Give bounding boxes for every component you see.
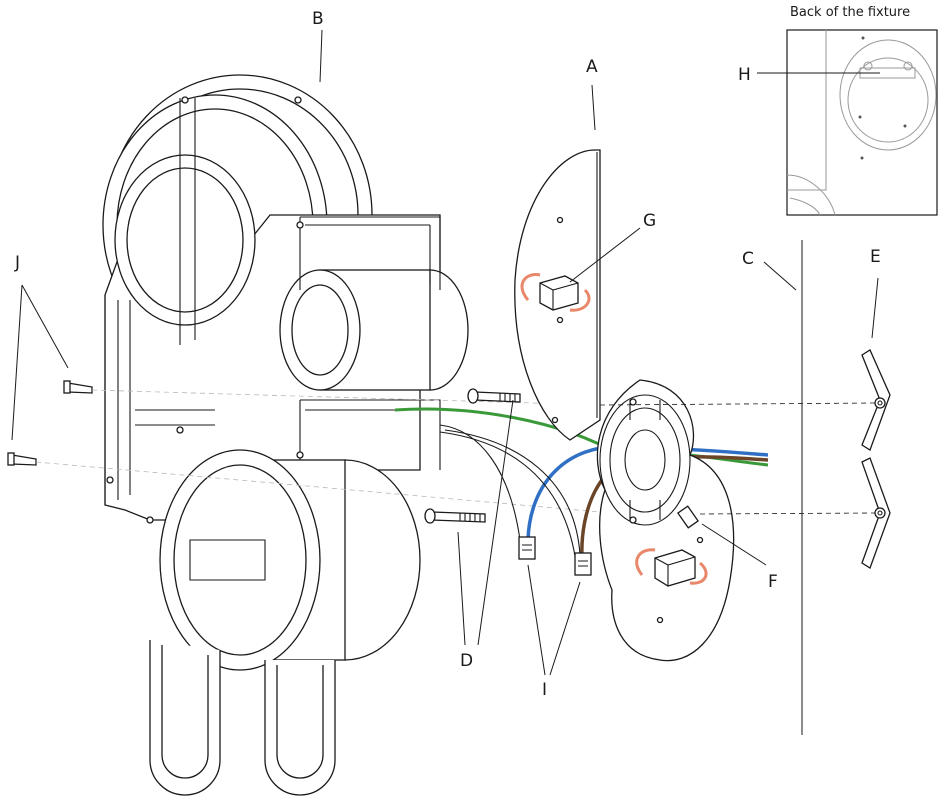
bolts-d (424, 388, 521, 524)
label-g: G (643, 211, 656, 231)
label-e: E (870, 247, 881, 267)
rotation-arrows (520, 273, 708, 585)
wing-anchors-e (599, 349, 891, 569)
label-i: I (542, 680, 547, 700)
wire-connectors-i (518, 536, 592, 576)
label-j: J (14, 253, 20, 273)
crossbar-plate (596, 379, 735, 662)
screws-j (7, 380, 601, 513)
fixture-body (102, 74, 469, 796)
inset-frame (786, 29, 938, 216)
mounting-plate-a (514, 149, 601, 441)
label-h: H (738, 65, 751, 85)
leader-lines (11, 29, 879, 676)
label-d: D (460, 651, 473, 671)
back-of-fixture-inset (757, 29, 938, 216)
inset-caption: Back of the fixture (790, 5, 910, 20)
label-f: F (768, 572, 778, 592)
label-b: B (312, 9, 324, 29)
label-a: A (586, 57, 598, 77)
label-c: C (742, 249, 754, 269)
